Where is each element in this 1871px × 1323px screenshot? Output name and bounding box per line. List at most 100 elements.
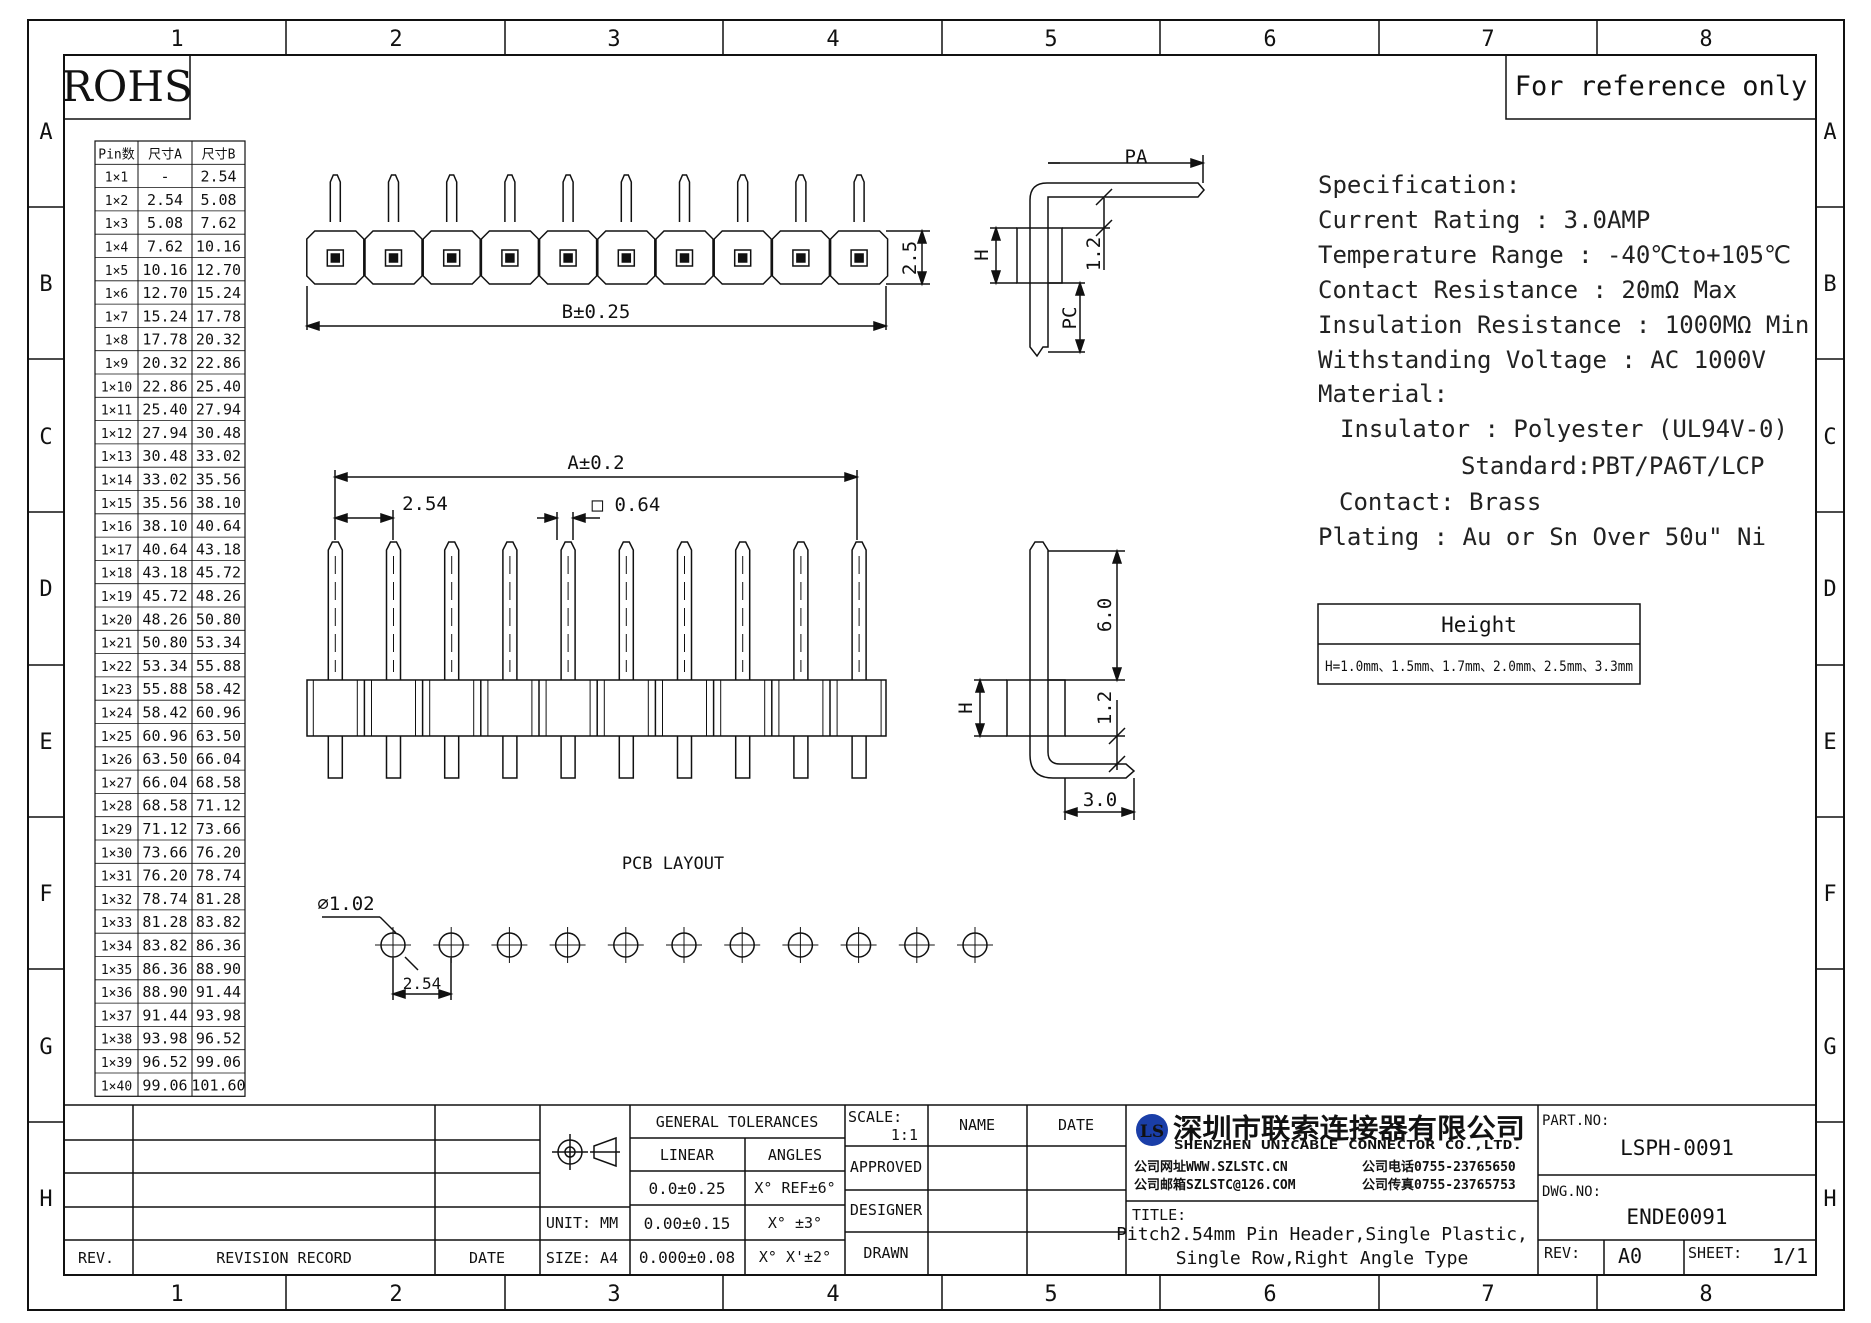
dim-pin-square-label: □ 0.64 [592, 494, 661, 516]
column-label: 1 [170, 27, 183, 52]
pin-table-cell: 2.54 [200, 168, 236, 186]
unit-label: UNIT: MM [546, 1214, 618, 1232]
pin-table-cell: 1×34 [101, 940, 132, 955]
pin-table-cell: 27.94 [196, 401, 241, 419]
column-label: 5 [1044, 27, 1057, 52]
side-view-top [990, 155, 1206, 358]
pin-table-cell: 66.04 [142, 773, 187, 791]
pin-table-cell: 33.02 [142, 471, 187, 489]
sheet-value: 1/1 [1772, 1244, 1808, 1268]
column-label: 6 [1263, 1282, 1276, 1307]
front-view-pin [421, 541, 475, 779]
row-label: C [1823, 425, 1836, 450]
pin-table-cell: 96.52 [142, 1053, 187, 1071]
front-view-pin [771, 541, 824, 779]
pin-table-cell: 45.72 [142, 587, 187, 605]
pin-table-cell: 38.10 [142, 517, 187, 535]
spec-line: Standard:PBT/PA6T/LCP [1461, 452, 1764, 480]
top-view-pin [306, 174, 365, 285]
drawing-title-line2: Single Row,Right Angle Type [1176, 1248, 1469, 1269]
pin-table-cell: 7.62 [200, 214, 236, 232]
pin-table-cell: 93.98 [196, 1006, 241, 1024]
pcb-hole [724, 927, 761, 963]
dim-pc-label: PC [1059, 307, 1081, 330]
pin-table-cell: 30.48 [142, 447, 187, 465]
front-view-pin [829, 541, 882, 779]
pin-table-cell: 1×14 [101, 474, 132, 489]
pin-table-cell: 96.52 [196, 1030, 241, 1048]
pin-table-cell: 45.72 [196, 564, 241, 582]
angle-tol-2: X° ±3° [768, 1214, 822, 1232]
pin-table-cell: 48.26 [142, 610, 187, 628]
rev-label: REV: [1544, 1244, 1580, 1262]
front-view-pin [363, 541, 416, 779]
pin-table-cell: 27.94 [142, 424, 187, 442]
column-label: 8 [1699, 27, 1712, 52]
spec-line: Specification: [1318, 171, 1520, 199]
name-header: NAME [959, 1116, 995, 1134]
pin-table-cell: 20.32 [196, 331, 241, 349]
spec-line: Current Rating : 3.0AMP [1318, 206, 1650, 234]
pin-table-cell: 78.74 [196, 867, 241, 885]
pin-table-cell: 1×40 [101, 1079, 132, 1094]
column-label: 2 [389, 1282, 402, 1307]
pin-table-cell: 38.10 [196, 494, 241, 512]
pin-table-cell: 1×37 [101, 1009, 132, 1024]
row-label: E [39, 730, 52, 755]
pin-table-cell: 1×9 [105, 357, 128, 372]
pin-table-cell: 78.74 [142, 890, 187, 908]
pin-table-cell: 88.90 [142, 983, 187, 1001]
pcb-hole [666, 927, 702, 963]
angle-tol-1: X° REF±6° [754, 1179, 835, 1197]
pin-table-header: 尺寸B [202, 147, 236, 162]
pin-table-cell: 1×8 [105, 334, 128, 349]
pin-table-cell: 1×5 [105, 264, 128, 279]
date2-header: DATE [1058, 1116, 1094, 1134]
spec-line: Withstanding Voltage : AC 1000V [1318, 346, 1766, 374]
pin-table-cell: 22.86 [142, 377, 187, 395]
pcb-hole [898, 927, 935, 963]
pin-table-cell: 43.18 [142, 564, 187, 582]
pcb-hole [957, 927, 993, 963]
dwg-no-label: DWG.NO: [1542, 1184, 1601, 1200]
dim-2p5-label: 2.5 [899, 241, 921, 275]
front-view-pin [712, 541, 766, 779]
part-no-label: PART.NO: [1542, 1113, 1609, 1129]
pin-table-cell: 35.56 [196, 471, 241, 489]
column-label: 7 [1481, 27, 1494, 52]
pin-table-cell: 1×16 [101, 520, 132, 535]
row-label: D [1823, 577, 1836, 602]
pin-table-cell: 1×13 [101, 450, 132, 465]
dim-b-label: B±0.25 [562, 301, 631, 323]
row-label: C [39, 425, 52, 450]
pcb-hole-label: ⌀1.02 [317, 893, 374, 915]
pin-table-cell: 73.66 [142, 843, 187, 861]
pin-table-cell: 76.20 [142, 867, 187, 885]
pin-table-cell: 5.08 [147, 214, 183, 232]
pcb-holes [375, 927, 993, 963]
pin-table-cell: 58.42 [142, 704, 187, 722]
front-view-pin [538, 541, 591, 779]
pin-table-cell: 60.96 [196, 704, 241, 722]
top-view-pin [713, 174, 772, 285]
column-label: 6 [1263, 27, 1276, 52]
pin-table-cell: 86.36 [196, 937, 241, 955]
specification: Specification: Current Rating : 3.0AMP T… [1318, 171, 1809, 551]
designer-label: DESIGNER [850, 1201, 923, 1219]
pin-table-cell: 43.18 [196, 540, 241, 558]
pin-table-cell: 1×32 [101, 893, 132, 908]
drawing-title-line1: Pitch2.54mm Pin Header,Single Plastic, [1116, 1224, 1528, 1245]
row-label: F [1823, 882, 1836, 907]
pin-table-cell: 68.58 [196, 773, 241, 791]
column-label: 3 [607, 27, 620, 52]
front-view-pins [312, 541, 882, 779]
pin-table-cell: 1×2 [105, 194, 128, 209]
pin-table-cell: 76.20 [196, 843, 241, 861]
row-label: F [39, 882, 52, 907]
pin-table-cell: 99.06 [142, 1076, 187, 1094]
pin-table-cell: 17.78 [142, 331, 187, 349]
top-view-pin [771, 174, 831, 285]
pcb-hole [375, 927, 411, 963]
